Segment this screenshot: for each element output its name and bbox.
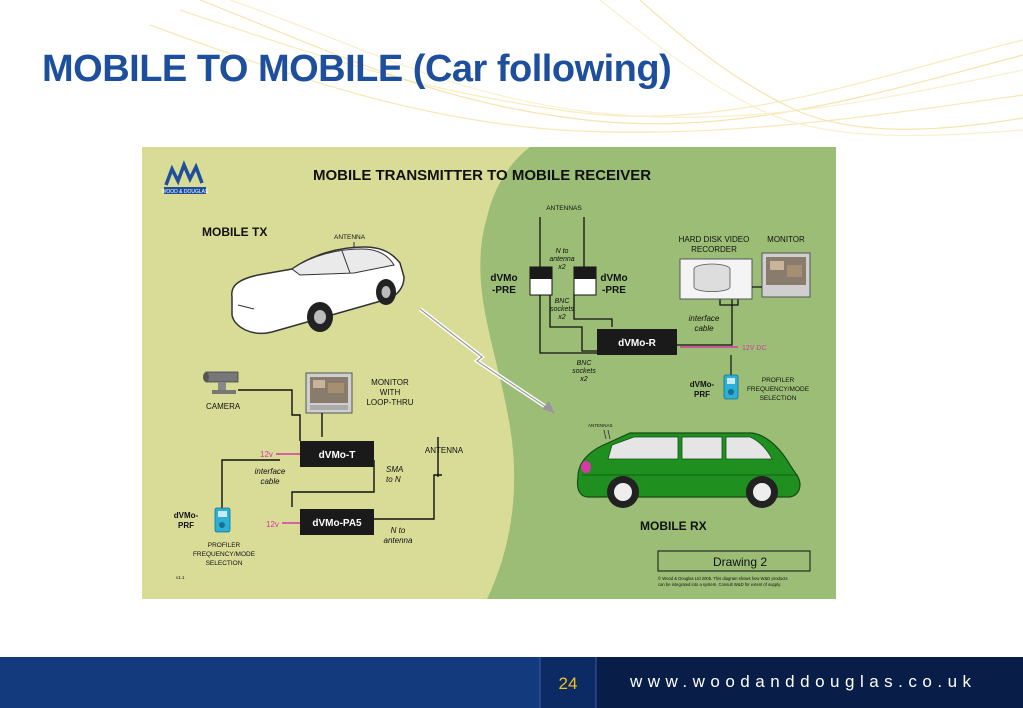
tx-voltage-2: 12v bbox=[266, 520, 279, 529]
dvmo-t-label: dVMo-T bbox=[319, 450, 356, 461]
dvmo-pa5-module bbox=[300, 509, 374, 535]
tx-car bbox=[231, 242, 405, 334]
tx-sma-label-2: to N bbox=[386, 475, 401, 484]
hdd-recorder-icon bbox=[679, 258, 753, 300]
tx-profiler-label-2: FREQUENCY/MODE bbox=[193, 551, 256, 558]
rx-n-antenna-3: x2 bbox=[557, 264, 566, 271]
tx-antenna-right-label: ANTENNA bbox=[425, 446, 464, 455]
slide-title: MOBILE TO MOBILE (Car following) bbox=[42, 48, 672, 90]
tx-section-label: MOBILE TX bbox=[202, 225, 267, 239]
rx-profiler-label-2: FREQUENCY/MODE bbox=[747, 386, 810, 393]
rx-pre-left-label-2: -PRE bbox=[492, 285, 516, 296]
tx-prf-label-1: dVMo- bbox=[174, 511, 199, 520]
rx-n-antenna-1: N to bbox=[556, 248, 569, 255]
rx-n-antenna-2: antenna bbox=[549, 256, 574, 263]
camera-label: CAMERA bbox=[206, 402, 241, 411]
drawing-label-box bbox=[657, 550, 811, 572]
version-label: v1.1 bbox=[176, 575, 185, 580]
tx-antenna-label: ANTENNA bbox=[334, 234, 366, 241]
rx-antennas-label: ANTENNAS bbox=[546, 205, 582, 212]
rx-section-label: MOBILE RX bbox=[640, 519, 707, 533]
drawing-label: Drawing 2 bbox=[713, 555, 767, 569]
diagram-heading: MOBILE TRANSMITTER TO MOBILE RECEIVER bbox=[313, 167, 651, 184]
rx-pre-right-label-2: -PRE bbox=[602, 285, 626, 296]
rx-profiler-label-1: PROFILER bbox=[762, 377, 795, 384]
tx-monitor-label-1: MONITOR bbox=[371, 378, 409, 387]
tx-prf-label-2: PRF bbox=[178, 521, 194, 530]
hdd-label-2: RECORDER bbox=[691, 245, 737, 254]
tx-profiler-label-3: SELECTION bbox=[206, 560, 243, 567]
dvmo-t-module bbox=[300, 441, 374, 467]
radio-link-arrow bbox=[418, 307, 555, 414]
copyright-line-1: © Wood & Douglas Ltd 2005. This diagram … bbox=[658, 576, 788, 581]
rx-car bbox=[576, 429, 801, 508]
rx-dc-label: 12V DC bbox=[742, 345, 767, 352]
rx-prf-label-2: PRF bbox=[694, 390, 710, 399]
rx-bnc-1b: sockets bbox=[550, 306, 574, 313]
tx-prf-icon bbox=[214, 507, 231, 533]
rx-interface-cable-2: cable bbox=[694, 324, 714, 333]
tx-monitor-icon bbox=[305, 372, 353, 414]
rx-bnc-2b: sockets bbox=[572, 368, 596, 375]
tx-interface-cable-2: cable bbox=[260, 477, 280, 486]
hdd-label-1: HARD DISK VIDEO bbox=[679, 235, 750, 244]
rx-profiler-label-3: SELECTION bbox=[760, 395, 797, 402]
rx-pre-right-label-1: dVMo bbox=[600, 273, 627, 284]
tx-profiler-label-1: PROFILER bbox=[208, 542, 241, 549]
rx-car-antenna-label: ANTENNAS bbox=[588, 423, 613, 428]
rx-bnc-2c: x2 bbox=[579, 376, 588, 383]
tx-monitor-label-2: WITH bbox=[380, 388, 401, 397]
tx-n-antenna-2: antenna bbox=[384, 536, 413, 545]
tx-interface-cable-1: interface bbox=[255, 467, 286, 476]
footer-bar bbox=[0, 657, 1023, 708]
rx-pre-left-label-1: dVMo bbox=[490, 273, 517, 284]
rx-bnc-1a: BNC bbox=[555, 298, 571, 305]
rx-monitor-label: MONITOR bbox=[767, 235, 805, 244]
tx-n-antenna-1: N to bbox=[391, 526, 406, 535]
rx-bnc-2a: BNC bbox=[577, 360, 593, 367]
copyright-line-2: can be integrated into a system. Consult… bbox=[658, 582, 781, 587]
rx-prf-icon bbox=[723, 374, 739, 400]
rx-monitor-icon bbox=[761, 252, 811, 298]
tx-voltage-1: 12v bbox=[260, 450, 273, 459]
tx-monitor-label-3: LOOP-THRU bbox=[366, 398, 413, 407]
dvmo-pa5-label: dVMo-PA5 bbox=[312, 518, 362, 529]
website-url: www.woodanddouglas.co.uk bbox=[630, 672, 977, 691]
rx-interface-cable-1: interface bbox=[689, 314, 720, 323]
wood-douglas-logo: WOOD & DOUGLAS bbox=[162, 160, 209, 195]
camera-icon bbox=[203, 371, 239, 394]
page-number: 24 bbox=[558, 674, 578, 693]
rx-prf-label-1: dVMo- bbox=[690, 380, 715, 389]
tx-sma-label-1: SMA bbox=[386, 465, 403, 474]
dvmo-r-label: dVMo-R bbox=[618, 338, 657, 349]
dvmo-r-module bbox=[597, 329, 677, 355]
system-diagram: WOOD & DOUGLAS MOBILE TRANSMITTER TO MOB… bbox=[142, 147, 836, 599]
logo-text: WOOD & DOUGLAS bbox=[162, 189, 209, 195]
rx-bnc-1c: x2 bbox=[557, 314, 566, 321]
